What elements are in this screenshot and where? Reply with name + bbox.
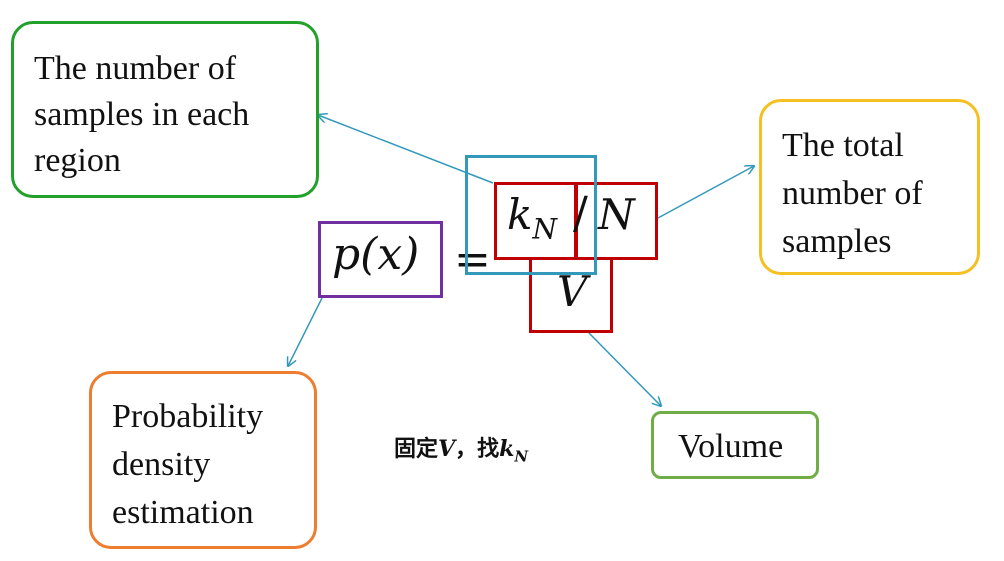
note-prefix: 固定 <box>394 437 439 462</box>
k-box <box>494 182 577 260</box>
volume-box: Volume <box>651 411 819 479</box>
k-over-n-box <box>465 155 597 275</box>
note-k-subscript: N <box>514 447 529 466</box>
volume-label: Volume <box>678 428 784 465</box>
fraction-slash: / <box>573 188 588 239</box>
equals-sign: = <box>454 234 491 285</box>
arrow-to-volume <box>588 332 661 406</box>
k-symbol: kN <box>507 190 557 245</box>
total-samples-line-2: number of <box>782 175 923 212</box>
probability-line-1: Probability <box>112 398 264 435</box>
total-samples-line-1: The total <box>782 127 904 164</box>
samples-region-box: The number of samples in each region <box>11 21 319 198</box>
samples-region-line-1: The number of <box>34 50 237 87</box>
n-symbol: N <box>598 190 635 239</box>
arrow-to-total-samples <box>657 166 754 219</box>
note-separator: ，找 <box>455 437 500 462</box>
k-subscript: N <box>532 212 557 246</box>
total-samples-box: The total number of samples <box>759 99 980 275</box>
arrow-to-probability <box>288 297 323 366</box>
probability-line-2: density <box>112 446 211 483</box>
k-letter: k <box>507 190 533 239</box>
arrow-to-samples-region <box>318 115 494 184</box>
note-v: V <box>438 436 456 462</box>
v-box <box>529 256 613 333</box>
p-of-x: p(x) <box>332 229 420 280</box>
samples-region-line-2: samples in each <box>34 96 250 133</box>
p-of-x-box <box>318 221 443 298</box>
note-k: k <box>499 436 515 462</box>
probability-line-3: estimation <box>112 494 254 531</box>
v-symbol: V <box>557 267 588 316</box>
total-samples-line-3: samples <box>782 223 892 260</box>
probability-box: Probability density estimation <box>89 371 317 549</box>
fix-v-find-k-note: 固定V，找kN <box>394 431 528 465</box>
samples-region-line-3: region <box>34 142 121 179</box>
